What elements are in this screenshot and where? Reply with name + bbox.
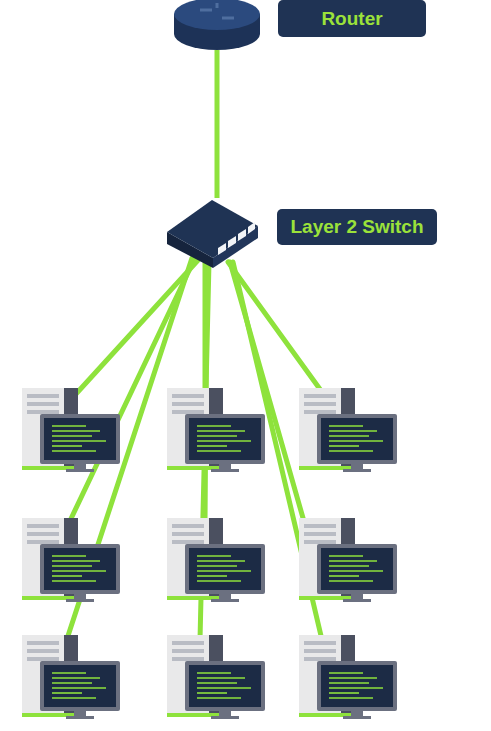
computer-icon (167, 635, 265, 719)
network-link (215, 50, 220, 198)
computer-icon (299, 635, 397, 719)
node-label: Router (321, 8, 382, 30)
node-label: Layer 2 Switch (290, 216, 423, 238)
computer-icon (167, 518, 265, 602)
router-node: Router (170, 0, 432, 50)
computer-icon (167, 388, 265, 472)
computer-icon (22, 518, 120, 602)
computer-icon (299, 518, 397, 602)
computer-icon (299, 388, 397, 472)
wire (228, 262, 322, 392)
computer-icon (22, 635, 120, 719)
label-box: Router (278, 0, 426, 37)
router-icon (174, 0, 260, 50)
label-box: Layer 2 Switch (277, 209, 437, 245)
computer-icon (22, 388, 120, 472)
switch-icon (167, 200, 258, 268)
switch-node: Layer 2 Switch (165, 198, 440, 270)
